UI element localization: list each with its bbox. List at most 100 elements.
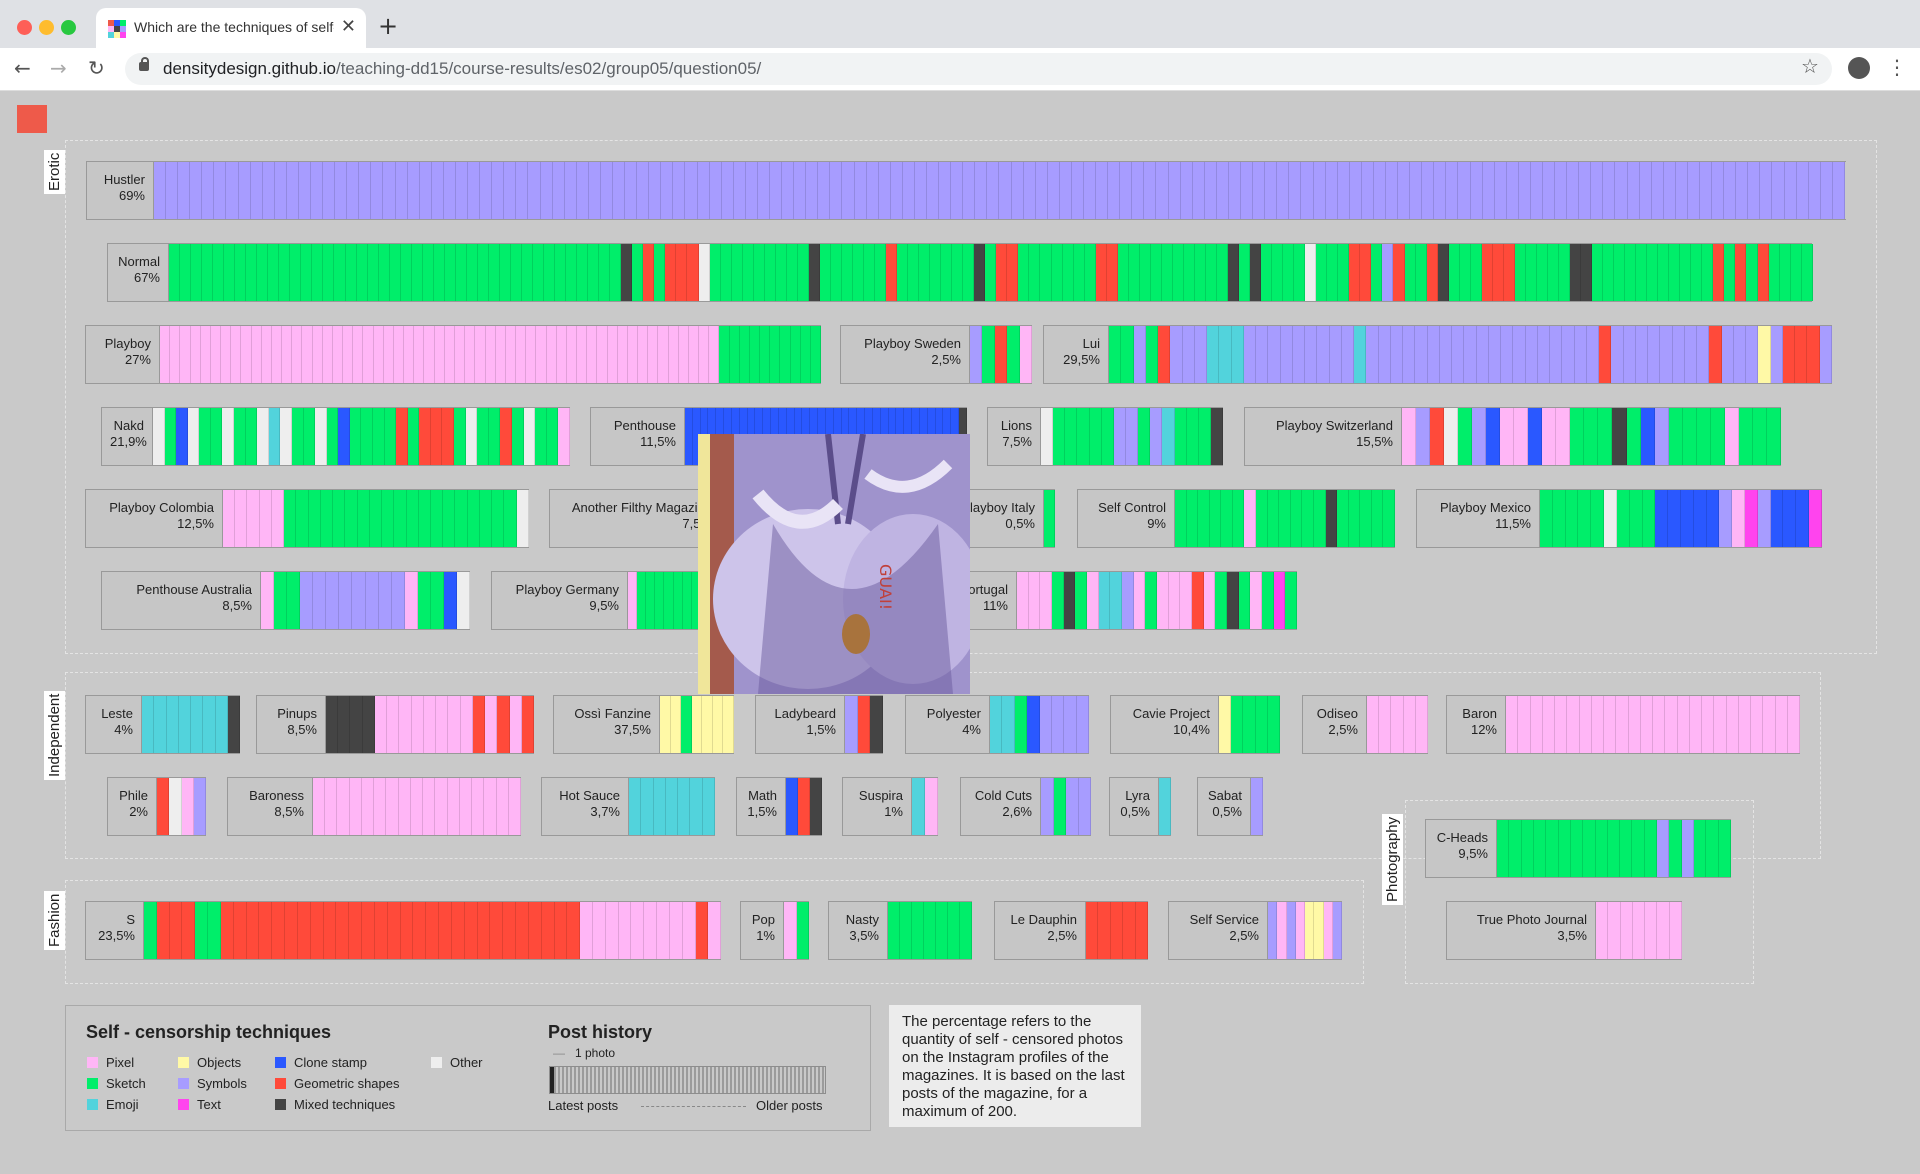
- technique-cell[interactable]: [1109, 326, 1122, 383]
- technique-cell[interactable]: [699, 326, 710, 383]
- technique-cell[interactable]: [404, 572, 418, 629]
- technique-cell[interactable]: [472, 778, 485, 835]
- technique-cell[interactable]: [1494, 162, 1507, 219]
- technique-cell[interactable]: [1286, 902, 1296, 959]
- technique-cell[interactable]: [782, 162, 795, 219]
- technique-cell[interactable]: [1052, 572, 1064, 629]
- technique-cell[interactable]: [1314, 902, 1324, 959]
- technique-cell[interactable]: [455, 490, 468, 547]
- technique-cell[interactable]: [241, 326, 252, 383]
- technique-cell[interactable]: [178, 696, 191, 753]
- technique-cell[interactable]: [1721, 326, 1734, 383]
- technique-cell[interactable]: [927, 162, 940, 219]
- technique-cell[interactable]: [419, 162, 432, 219]
- technique-cell[interactable]: [1168, 572, 1181, 629]
- technique-cell[interactable]: [1051, 696, 1065, 753]
- technique-cell[interactable]: [1101, 408, 1114, 465]
- technique-cell[interactable]: [411, 244, 423, 301]
- technique-cell[interactable]: [202, 162, 215, 219]
- technique-cell[interactable]: [719, 326, 730, 383]
- technique-cell[interactable]: [191, 244, 203, 301]
- technique-cell[interactable]: [641, 778, 654, 835]
- technique-cell[interactable]: [1680, 490, 1694, 547]
- technique-cell[interactable]: [982, 326, 995, 383]
- technique-cell[interactable]: [310, 902, 324, 959]
- technique-cell[interactable]: [653, 778, 666, 835]
- technique-cell[interactable]: [554, 902, 568, 959]
- technique-cell[interactable]: [1078, 778, 1091, 835]
- technique-cell[interactable]: [454, 326, 466, 383]
- technique-cell[interactable]: [1367, 696, 1380, 753]
- technique-cell[interactable]: [1784, 162, 1797, 219]
- technique-cell[interactable]: [702, 778, 715, 835]
- technique-cell[interactable]: [1403, 696, 1416, 753]
- technique-cell[interactable]: [400, 244, 412, 301]
- technique-cell[interactable]: [566, 244, 578, 301]
- technique-cell[interactable]: [1305, 902, 1315, 959]
- technique-cell[interactable]: [414, 326, 425, 383]
- technique-cell[interactable]: [1415, 696, 1429, 753]
- technique-cell[interactable]: [552, 162, 565, 219]
- technique-cell[interactable]: [154, 696, 167, 753]
- technique-cell[interactable]: [361, 778, 375, 835]
- technique-cell[interactable]: [1279, 490, 1291, 547]
- technique-cell[interactable]: [271, 490, 285, 547]
- technique-cell[interactable]: [361, 408, 373, 465]
- technique-cell[interactable]: [1106, 244, 1118, 301]
- technique-cell[interactable]: [592, 902, 606, 959]
- technique-cell[interactable]: [1714, 696, 1727, 753]
- technique-cell[interactable]: [800, 326, 811, 383]
- technique-cell[interactable]: [202, 244, 214, 301]
- technique-cell[interactable]: [323, 162, 336, 219]
- technique-cell[interactable]: [383, 326, 394, 383]
- technique-cell[interactable]: [628, 572, 638, 629]
- technique-cell[interactable]: [975, 162, 988, 219]
- technique-cell[interactable]: [1648, 326, 1661, 383]
- technique-cell[interactable]: [1354, 326, 1367, 383]
- technique-cell[interactable]: [465, 326, 476, 383]
- technique-cell[interactable]: [760, 326, 771, 383]
- new-tab-button[interactable]: +: [378, 12, 399, 40]
- technique-cell[interactable]: [798, 778, 810, 835]
- technique-cell[interactable]: [919, 244, 931, 301]
- technique-cell[interactable]: [702, 696, 713, 753]
- technique-cell[interactable]: [292, 326, 303, 383]
- technique-cell[interactable]: [1159, 778, 1171, 835]
- technique-cell[interactable]: [924, 902, 936, 959]
- technique-cell[interactable]: [526, 326, 537, 383]
- technique-cell[interactable]: [1658, 244, 1670, 301]
- technique-cell[interactable]: [644, 902, 658, 959]
- technique-cell[interactable]: [176, 408, 188, 465]
- technique-cell[interactable]: [1204, 162, 1217, 219]
- technique-cell[interactable]: [1604, 696, 1617, 753]
- technique-cell[interactable]: [1216, 162, 1229, 219]
- technique-cell[interactable]: [430, 572, 444, 629]
- technique-cell[interactable]: [1757, 490, 1771, 547]
- technique-cell[interactable]: [1542, 696, 1555, 753]
- technique-cell[interactable]: [503, 902, 517, 959]
- technique-cell[interactable]: [925, 778, 938, 835]
- technique-cell[interactable]: [363, 326, 374, 383]
- technique-cell[interactable]: [535, 408, 547, 465]
- technique-cell[interactable]: [1161, 244, 1173, 301]
- technique-cell[interactable]: [1446, 162, 1459, 219]
- technique-cell[interactable]: [345, 244, 357, 301]
- technique-cell[interactable]: [685, 408, 693, 465]
- technique-cell[interactable]: [1820, 162, 1833, 219]
- technique-cell[interactable]: [769, 162, 783, 219]
- technique-cell[interactable]: [523, 408, 536, 465]
- technique-cell[interactable]: [682, 902, 696, 959]
- technique-cell[interactable]: [320, 490, 334, 547]
- technique-cell[interactable]: [1603, 244, 1615, 301]
- technique-cell[interactable]: [1267, 490, 1280, 547]
- technique-cell[interactable]: [349, 778, 362, 835]
- browser-menu-icon[interactable]: ⋮: [1887, 55, 1907, 79]
- technique-cell[interactable]: [455, 162, 469, 219]
- technique-cell[interactable]: [540, 162, 553, 219]
- technique-cell[interactable]: [627, 326, 639, 383]
- technique-cell[interactable]: [1525, 244, 1537, 301]
